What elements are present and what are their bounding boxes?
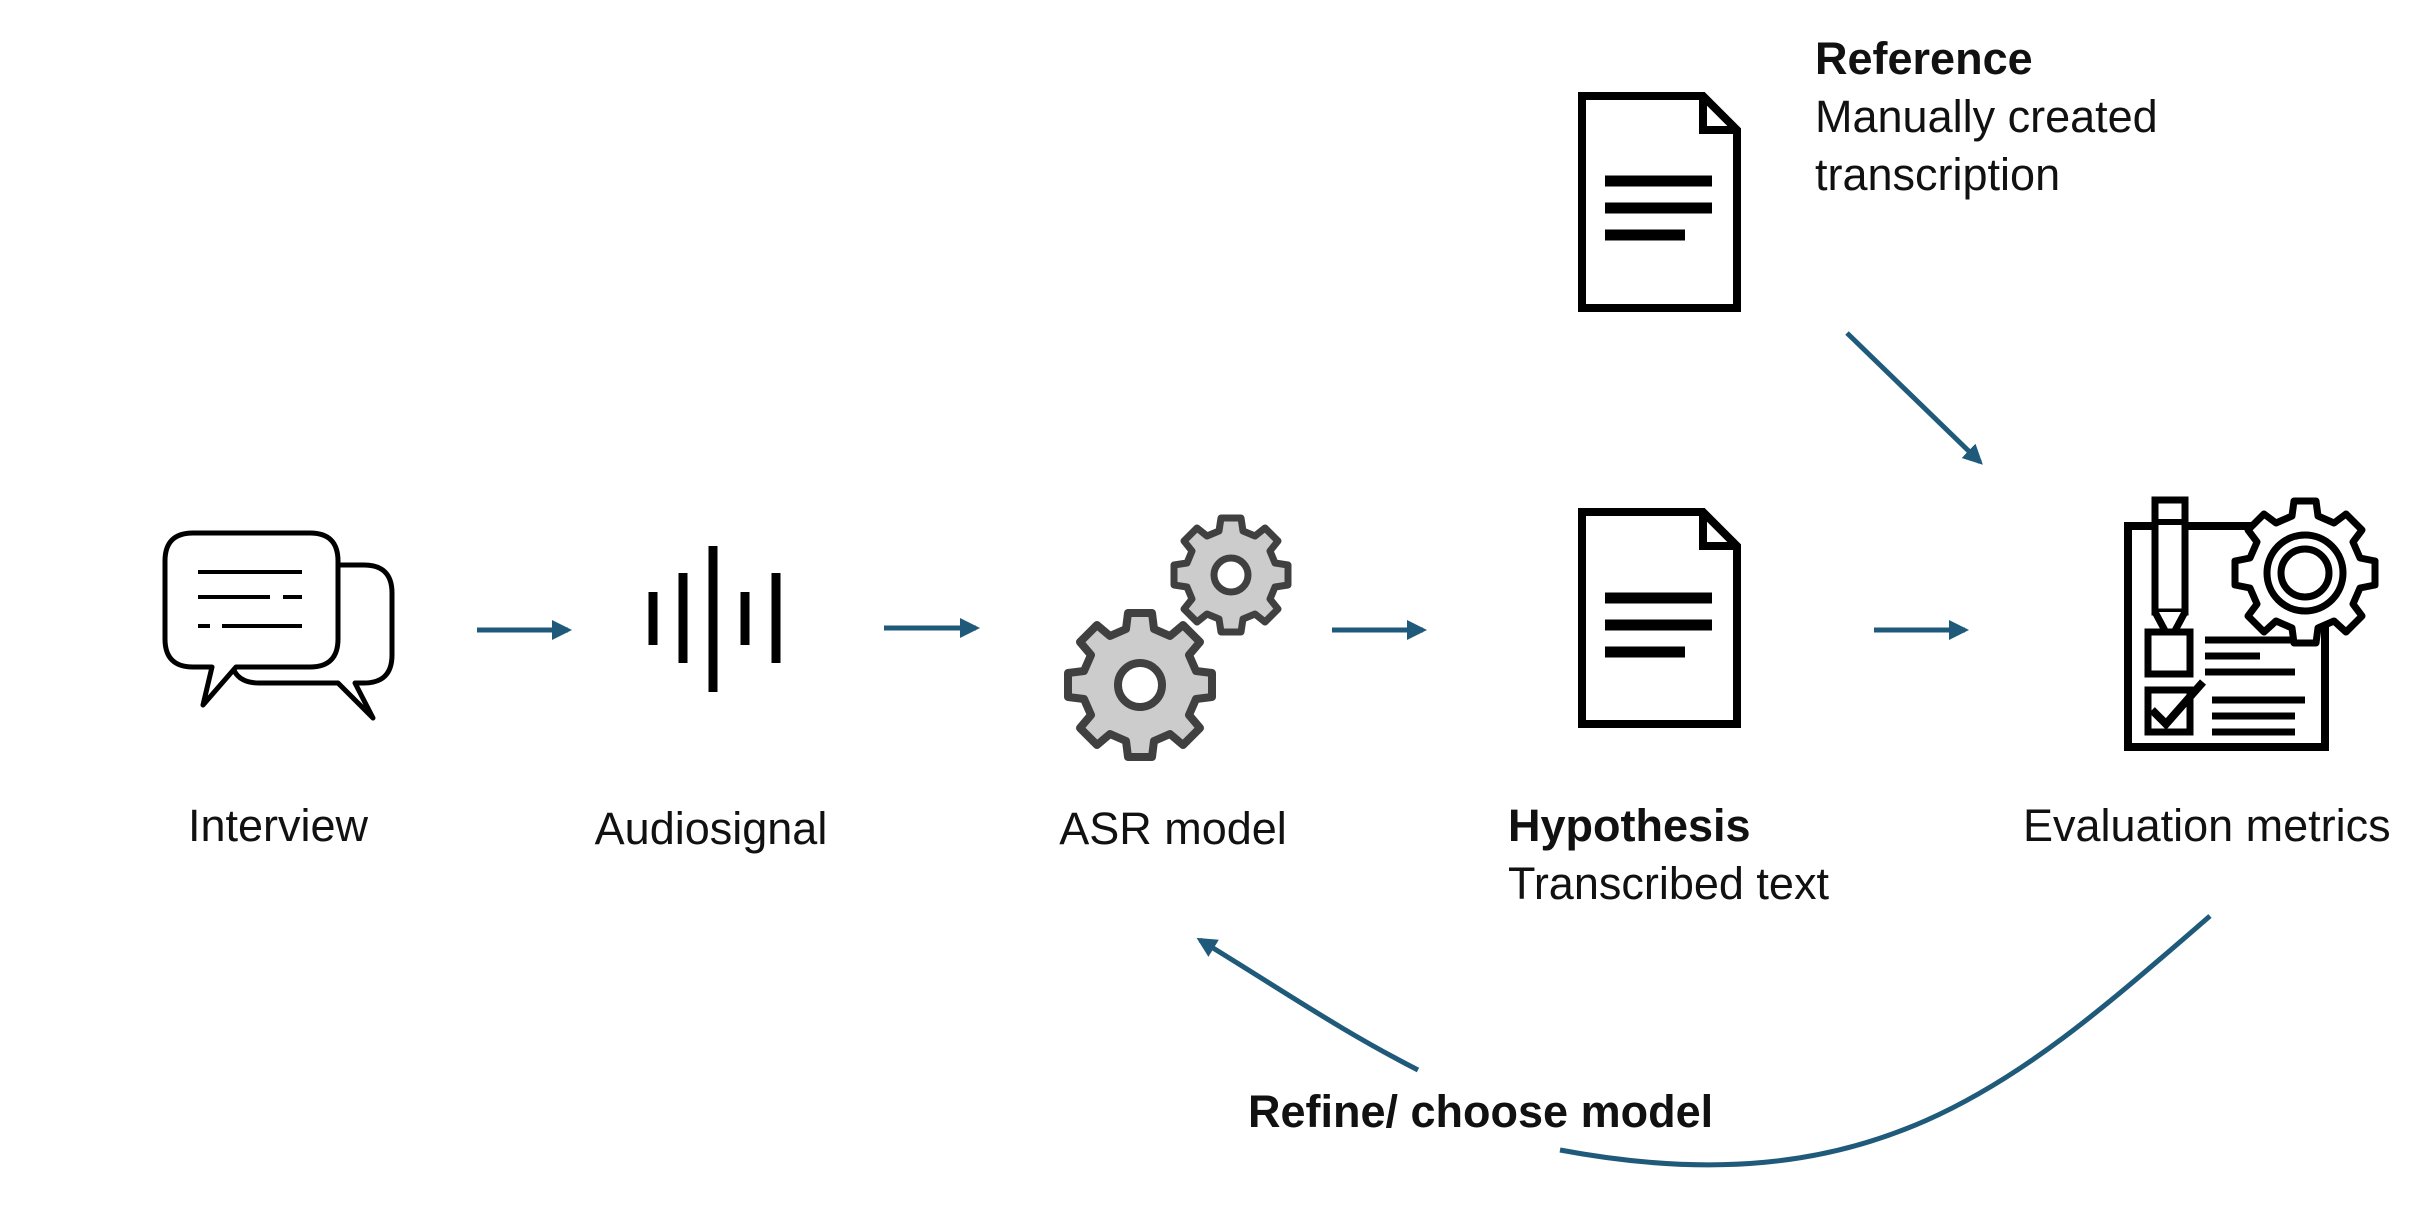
hypothesis-label: Hypothesis Transcribed text: [1508, 797, 1829, 913]
chat-bubbles-icon: [162, 530, 395, 721]
reference-subtitle-line2: transcription: [1815, 149, 2061, 200]
asr-model-label: ASR model: [1059, 803, 1287, 854]
feedback-arrow: [1196, 914, 2212, 1168]
evaluation-checklist-icon: [2124, 496, 2379, 751]
hypothesis-document-icon: [1578, 508, 1741, 728]
reference-label: Reference Manually created transcription: [1815, 30, 2158, 204]
reference-title: Reference: [1815, 33, 2033, 84]
interview-label: Interview: [187, 800, 369, 851]
feedback-label: Refine/ choose model: [1248, 1086, 1714, 1137]
arrow-reference-to-evaluation: [1845, 331, 1983, 465]
hypothesis-subtitle: Transcribed text: [1508, 858, 1829, 909]
waveform-icon: [648, 546, 781, 692]
reference-document-icon: [1578, 92, 1741, 312]
flow-arrows: [477, 331, 1983, 640]
hypothesis-title: Hypothesis: [1508, 800, 1751, 851]
audiosignal-label: Audiosignal: [594, 803, 828, 854]
evaluation-metrics-label: Evaluation metrics: [2023, 800, 2391, 851]
gears-icon: [1064, 514, 1292, 761]
reference-subtitle-line1: Manually created: [1815, 91, 2158, 142]
